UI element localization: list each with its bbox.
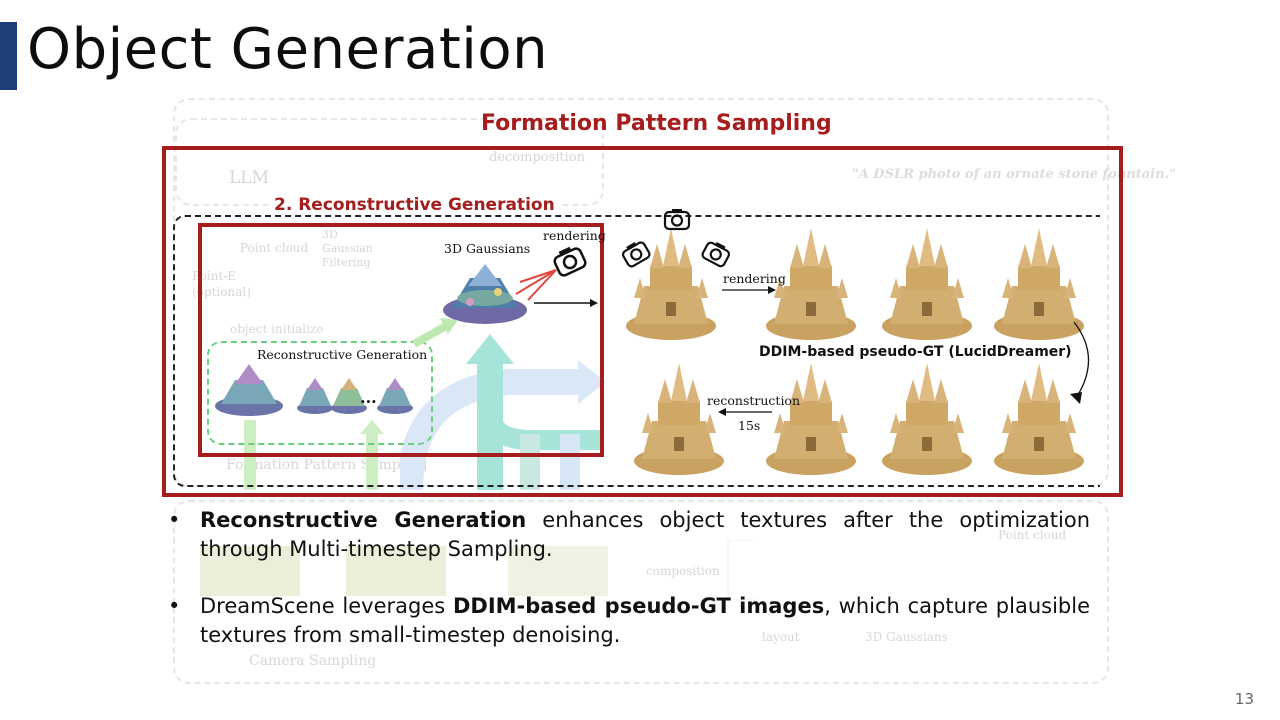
ellipsis: ... [360,388,377,407]
faded-bottom-images [200,540,756,600]
formation-pattern-title: Formation Pattern Sampling [481,111,832,136]
faded-bottom-frame [173,500,1109,684]
recon-gen-label: Reconstructive Generation [257,347,428,362]
output-arrow [534,299,598,307]
camera-icons-group [621,209,731,268]
curved-arrow [1070,321,1090,404]
faded-decomposition-label: decomposition [489,150,586,165]
faded-gaussians: 3D Gaussians [865,630,948,644]
rendering-top-label: rendering [543,228,606,243]
formation-frame [162,146,1123,497]
gaussians-label: 3D Gaussians [444,241,531,256]
reconstructive-generation-box [207,341,433,445]
rendering-arrow [722,286,776,294]
title-accent-bar [0,22,17,90]
faded-point-cloud-right: Point cloud [998,528,1067,542]
bullet-item-1: • Reconstructive Generation enhances obj… [168,508,1090,561]
bullet-1-text: enhances object textures after the optim… [200,508,1090,561]
bullet-1-bold: Reconstructive Generation [200,508,527,532]
reconstruction-arrow [718,408,772,416]
green-up-arrow [412,318,458,348]
slide-title: Object Generation [27,17,549,82]
reconstructive-generation-title: 2. Reconstructive Generation [270,195,559,215]
bullet-list: • Reconstructive Generation enhances obj… [168,506,1090,678]
time-label: 15s [738,418,761,433]
bullet-2-pre: DreamScene leverages [200,594,453,618]
faded-point-cloud: Point cloud [240,241,309,255]
faded-point-e: Point-E (optional) [192,269,251,299]
reconstruction-label: reconstruction [707,393,801,408]
faded-object-initialize: object initialize [230,322,324,336]
rendering-mid-label: rendering [723,271,786,286]
bullet-2-text: , which capture plausible textures from … [200,594,1090,647]
faded-llm-label: LLM [229,168,269,188]
page-number: 13 [1234,690,1254,708]
faded-gaussian-filtering: 3D Gaussian Filtering [322,228,373,269]
reconstructive-frame [198,223,604,457]
camera-icon [515,246,587,301]
gaussian-object-image [443,264,527,324]
ddim-pseudo-gt-label: DDIM-based pseudo-GT (LucidDreamer) [759,344,1072,360]
faded-flow-arrows [400,334,606,490]
camera-icon-top [663,209,691,231]
faded-camera-sampling: Camera Sampling [249,653,377,669]
bullet-2-bold: DDIM-based pseudo-GT images [452,594,825,618]
object-pipeline-dashed-frame [173,215,1100,487]
faded-composition: composition [646,564,720,578]
faded-layout: layout [762,630,800,644]
bullet-item-2: • DreamScene leverages DDIM-based pseudo… [168,594,1090,647]
faded-prompt: "A DSLR photo of an ornate stone fountai… [852,167,1176,182]
gaussian-thumbnails [215,364,413,416]
